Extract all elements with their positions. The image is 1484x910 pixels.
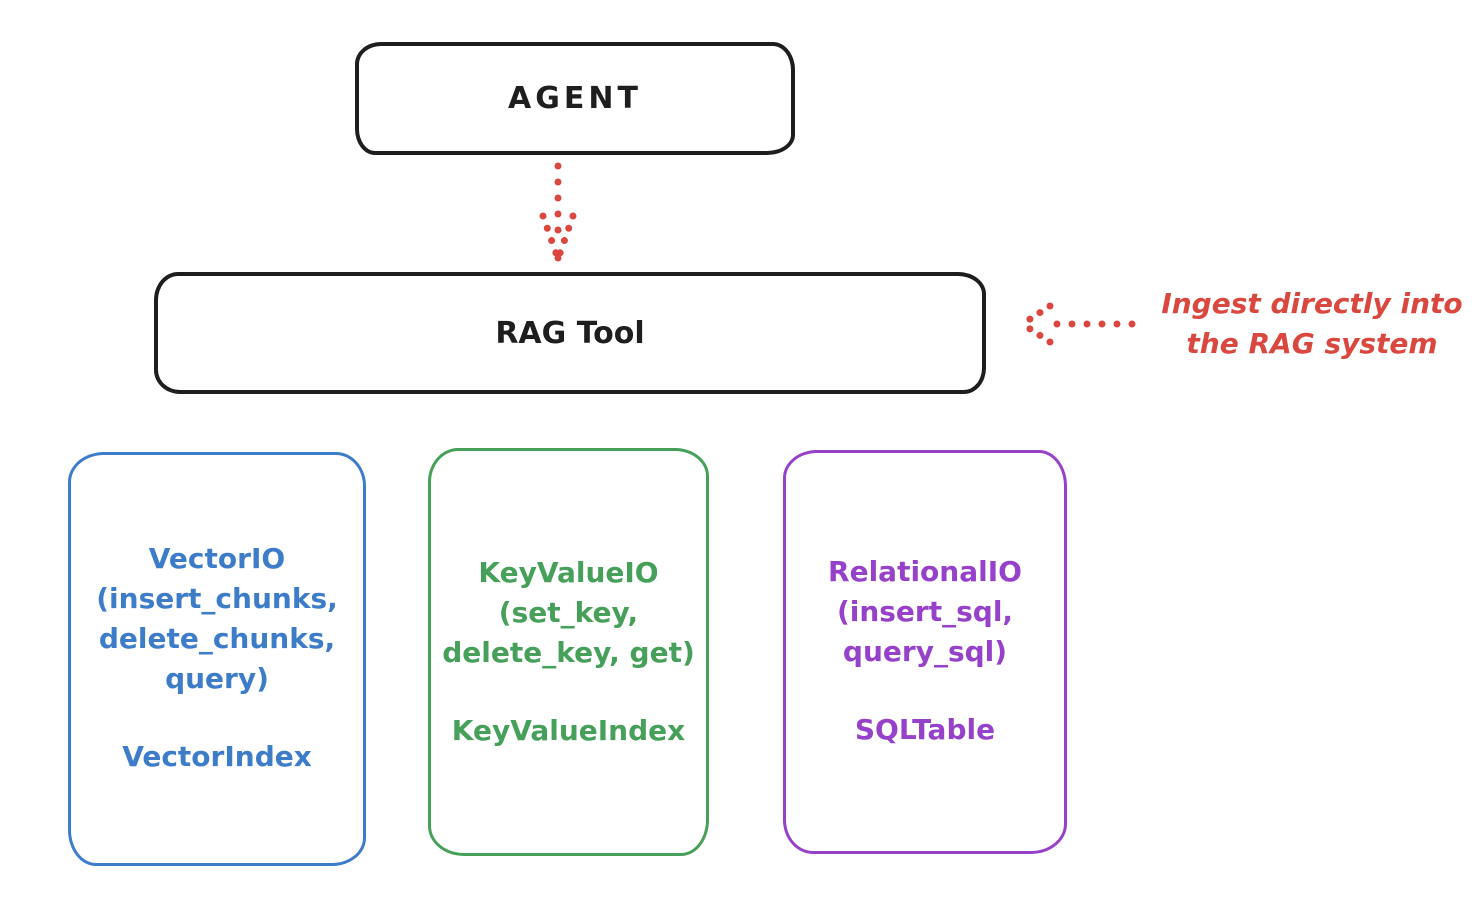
io-line: KeyValueIO: [478, 556, 659, 589]
io-line: (insert_chunks,: [96, 582, 338, 615]
keyvalue-io-node: KeyValueIO (set_key, delete_key, get) Ke…: [428, 448, 709, 856]
agent-node: AGENT: [355, 42, 795, 155]
io-line: query_sql): [842, 635, 1008, 668]
ingest-annotation: Ingest directly into the RAG system: [1140, 284, 1484, 364]
keyvalue-index-label: KeyValueIndex: [451, 714, 686, 747]
io-line: RelationalIO: [828, 555, 1022, 588]
dotted-arrow-down-icon: [539, 162, 577, 262]
ingest-annotation-line1: Ingest directly into: [1161, 287, 1463, 320]
io-line: VectorIO: [148, 542, 286, 575]
relational-io-signature: RelationalIO (insert_sql, query_sql): [786, 552, 1064, 672]
ingest-annotation-line2: the RAG system: [1186, 327, 1438, 360]
agent-label: AGENT: [508, 81, 642, 116]
io-line: (set_key,: [498, 596, 639, 629]
dotted-arrow-left-icon: [1020, 302, 1136, 346]
io-line: delete_chunks,: [98, 622, 336, 655]
rag-tool-label: RAG Tool: [495, 315, 645, 351]
io-line: query): [165, 662, 269, 695]
io-line: delete_key, get): [442, 636, 695, 669]
vector-io-node: VectorIO (insert_chunks, delete_chunks, …: [68, 452, 366, 866]
relational-io-node: RelationalIO (insert_sql, query_sql) SQL…: [783, 450, 1067, 854]
keyvalue-io-signature: KeyValueIO (set_key, delete_key, get): [431, 553, 706, 673]
rag-tool-node: RAG Tool: [154, 272, 986, 394]
vector-io-signature: VectorIO (insert_chunks, delete_chunks, …: [71, 539, 363, 699]
io-line: (insert_sql,: [836, 595, 1014, 628]
sql-table-label: SQLTable: [854, 713, 996, 746]
vector-index-label: VectorIndex: [122, 740, 312, 773]
